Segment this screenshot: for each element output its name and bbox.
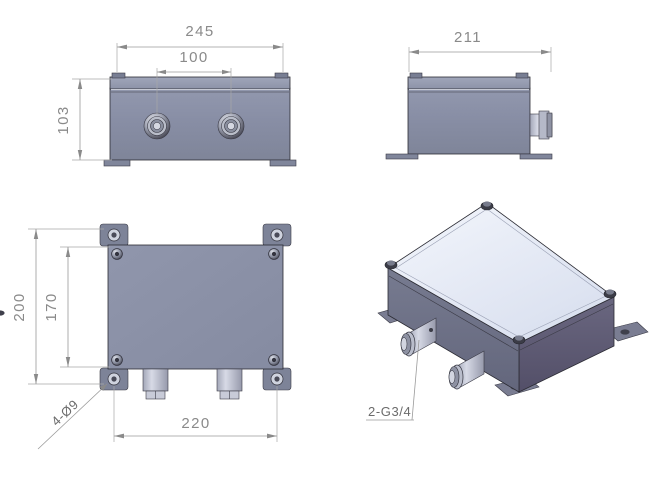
plan-mount-hole-bl [107,372,121,386]
dimension-170: 170 [43,246,110,368]
plan-lid-screw-tl [111,248,123,260]
plan-cable-gland-2 [216,368,243,400]
iso-mount-hole-rear-right [620,329,630,335]
side-elevation-view: 211 [385,29,553,160]
iso-lid-screw-top [480,201,494,211]
front-body [109,87,291,161]
isometric-view: 2-G3/4 [0,201,649,421]
plan-mount-hole-tr [270,228,284,242]
dimension-220-label: 220 [181,415,210,432]
iso-lid-screw-front [512,335,526,345]
dimension-211: 211 [408,29,552,72]
side-lid-ear-right [515,72,529,79]
iso-front-seam [388,275,519,352]
plan-cable-gland-1 [142,368,169,400]
plan-lid-screw-tr [268,248,280,260]
front-lid-band [109,76,291,90]
annotation-2-g34: 2-G3/4 [366,339,420,421]
side-body [407,87,531,155]
front-lid-ear-left [111,72,126,79]
plan-top-view: 200 170 220 4-Ø9 [11,223,292,450]
dimension-100-label: 100 [179,49,208,66]
front-cable-gland-2 [217,112,245,140]
dimension-211-label: 211 [454,29,482,46]
side-foot-right [519,153,553,160]
plan-mount-hole-br [270,372,284,386]
side-cable-gland [529,110,553,140]
dimension-245: 245 [116,23,284,72]
dimension-100: 100 [156,49,232,114]
dimension-170-label: 170 [43,292,60,321]
dimension-200-label: 200 [11,292,28,321]
front-foot-right [269,159,297,167]
plan-lid-body [107,244,284,370]
annotation-2-g34-label: 2-G3/4 [368,404,411,419]
side-foot-left [385,153,419,160]
iso-mount-hole-left [0,310,5,316]
dimension-245-label: 245 [185,23,214,40]
plan-lid-screw-br [268,354,280,366]
iso-right-seam [519,303,614,351]
dimension-220: 220 [113,386,278,442]
plan-lid-screw-bl [111,354,123,366]
iso-lid-screw-right [603,289,617,299]
plan-mount-hole-tl [107,228,121,242]
dimension-200: 200 [11,228,104,385]
front-cable-gland-1 [143,112,171,140]
front-elevation-view: 245 100 103 [55,23,297,167]
dimension-103: 103 [55,78,112,161]
iso-cable-gland-2 [448,350,485,390]
dimension-103-label: 103 [55,105,72,134]
front-lid-ear-right [274,72,289,79]
front-foot-left [103,159,131,167]
iso-cable-gland-1 [400,317,437,357]
side-lid-ear-left [409,72,423,79]
iso-lid-screw-left [384,260,398,270]
side-lid-band [407,76,531,90]
